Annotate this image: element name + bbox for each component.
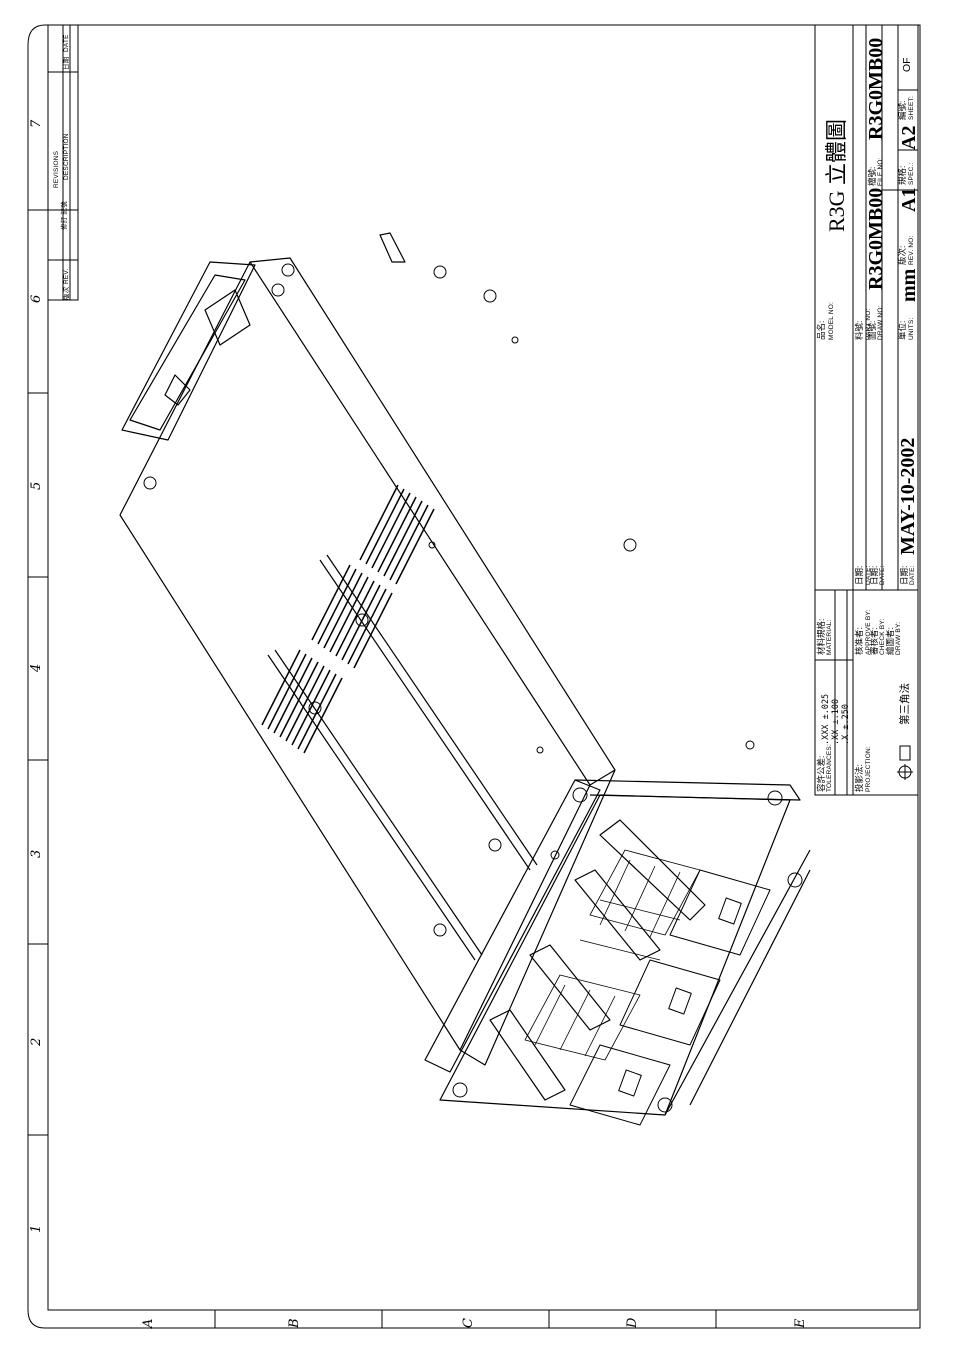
approve-label-zh: 核准者: [854, 627, 864, 655]
material-label-zh: 材料規格: [816, 618, 826, 655]
zone-label: B [287, 1318, 302, 1328]
tolerance-x: .X ±.250 [841, 704, 851, 745]
rev-no-label-en: REV. NO: [908, 235, 915, 265]
draw-label-en: DRAW BY: [895, 621, 902, 655]
check-date-zh: 日期: [869, 565, 879, 585]
revisions-description: DESCRIPTION [63, 133, 70, 180]
units-value: mm [898, 268, 920, 302]
revisions-rev-zh: 版次 [63, 286, 70, 300]
units-label-zh: 單位: [897, 320, 907, 340]
sheet-label-zh: 編號: [897, 100, 907, 120]
projection-method: 第三角法 [899, 683, 911, 725]
revisions-date-zh: 日期 [63, 56, 70, 70]
inner-border [47, 24, 919, 1311]
model-label-zh: 品名: [816, 320, 826, 340]
part-label-zh: 料號: [854, 320, 864, 340]
check-label-zh: 審核者: [869, 627, 879, 655]
zone-label: A [141, 1318, 156, 1328]
tolerances-label-en: TOLERANCES: [826, 744, 833, 792]
draw-date-value: MAY-10-2002 [897, 437, 919, 555]
units-label-en: UNITS: [908, 317, 915, 340]
zone-label: 4 [29, 663, 44, 672]
drawing-no-label-zh: 圖號: [867, 320, 877, 340]
revisions-date-en: DATE [63, 34, 70, 52]
spec-label-en: SPEC.: [908, 162, 915, 185]
model-value: R3G 立體圖 [824, 118, 849, 232]
model-label-en: MODEL NO: [828, 301, 835, 340]
tolerances-label-zh: 容許公差: [816, 755, 826, 792]
zone-label: 7 [29, 119, 44, 128]
spec-label-zh: 規格: [897, 165, 907, 185]
drawing-no-label-en: DRAW NO: [877, 305, 884, 340]
tolerance-xx: .XX ±.100 [831, 698, 841, 745]
zone-label: C [461, 1318, 476, 1328]
draw-date-en: DATE: [909, 565, 916, 585]
outer-border [27, 24, 921, 1329]
draw-label-zh: 繪圖者: [885, 627, 895, 655]
tolerance-xxx: .XXX ±.025 [821, 693, 831, 745]
file-no-label-zh: 檔號: [867, 166, 877, 186]
projection-label-en: PROJECTION: [865, 746, 872, 792]
sheet-value: OF [901, 57, 913, 72]
spec-value: A2 [898, 125, 920, 150]
material-label-en: MATERIAL: [826, 619, 833, 655]
zone-label: 6 [29, 294, 44, 303]
sheet-label-en: SHEET: [908, 96, 915, 120]
drawing-no-value: R3G0MB00 [865, 187, 887, 290]
approve-date-zh: 日期: [854, 565, 864, 585]
zone-label: E [793, 1318, 808, 1329]
projection-label-zh: 投影法: [854, 764, 864, 792]
file-no-label-en: FILE NO: [877, 157, 884, 186]
check-date-en: DATE: [879, 565, 886, 585]
revisions-mark-zh: 修訂 記號 [61, 201, 68, 230]
revisions-rev-en: REV. [63, 268, 70, 284]
zone-label: D [625, 1317, 640, 1328]
isometric-psu [119, 232, 811, 1126]
revisions-header: REVISIONS [53, 150, 60, 188]
zone-label: 1 [29, 1224, 44, 1233]
draw-date-zh: 日期: [899, 565, 909, 585]
rev-no-value: A1 [898, 187, 920, 212]
zone-label: 5 [29, 481, 44, 490]
zone-label: 3 [29, 849, 44, 858]
zone-label: 2 [29, 1037, 44, 1046]
file-no-value: R3G0MB00 [865, 37, 887, 140]
rev-no-label-zh: 版次: [897, 245, 907, 265]
